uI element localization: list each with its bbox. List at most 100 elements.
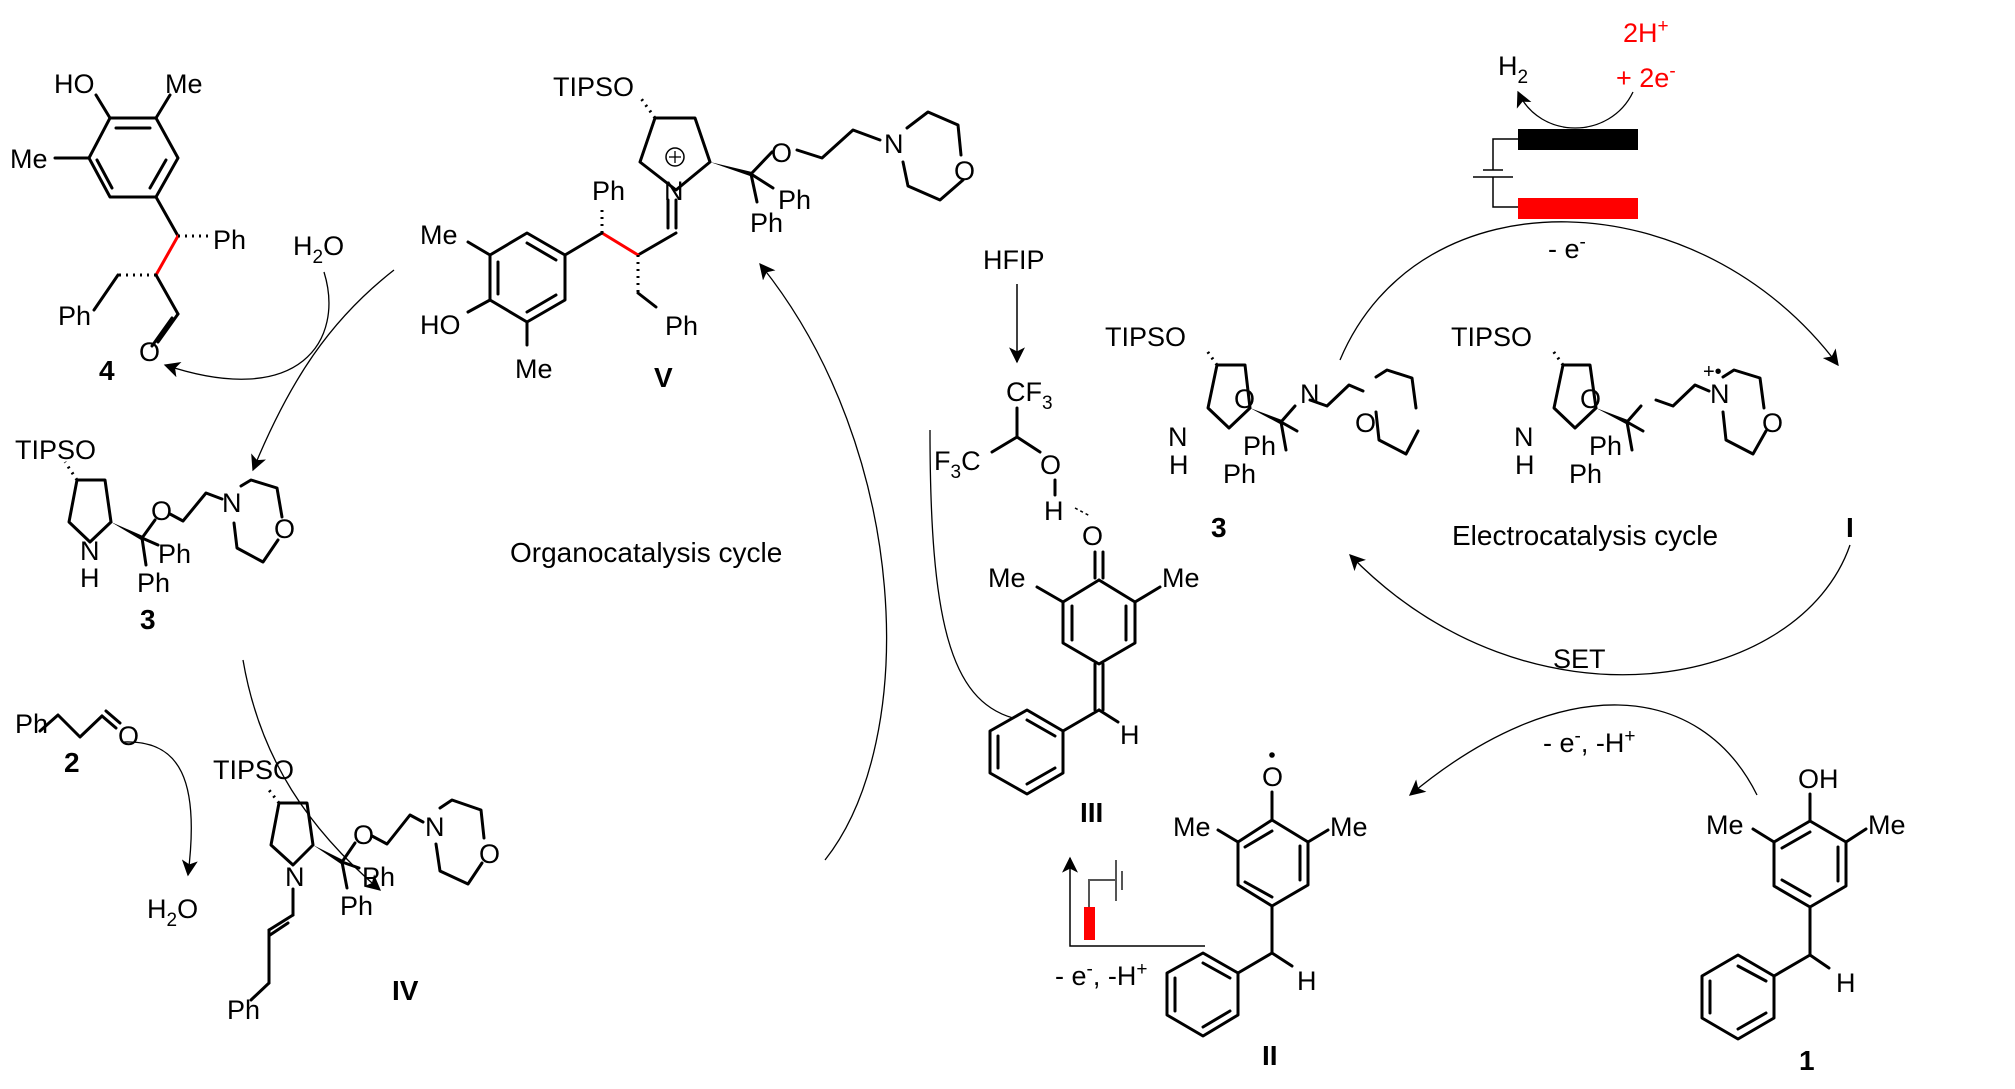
compound-1-me-a: Me bbox=[1706, 810, 1744, 840]
compound-4-me-a: Me bbox=[165, 69, 203, 99]
arrow-3-to-I bbox=[1339, 221, 1839, 367]
compound-I: TIPSO N H O Ph Ph N +• O I bbox=[1451, 322, 1854, 543]
compound-I-o: O bbox=[1580, 384, 1601, 414]
compound-3-right-tipso: TIPSO bbox=[1105, 322, 1186, 352]
compound-2-o: O bbox=[118, 721, 139, 751]
arrow-III-join bbox=[929, 429, 1014, 719]
compound-III: O Me Me H III bbox=[988, 521, 1200, 828]
arrow-II-to-III bbox=[1062, 856, 1205, 947]
compound-1-h: H bbox=[1836, 968, 1856, 998]
compound-IV-n: N bbox=[285, 862, 305, 892]
compound-4-ph-b: Ph bbox=[58, 301, 91, 331]
compound-3-right: TIPSO N H O Ph Ph N O 3 bbox=[1105, 322, 1420, 543]
compound-IV-n-morph: N bbox=[425, 812, 445, 842]
arrow-V-to-3 bbox=[251, 269, 395, 472]
electrons-label: + 2e- bbox=[1616, 61, 1676, 93]
compound-4-oxygen: O bbox=[139, 337, 160, 367]
anode-electrode bbox=[1518, 198, 1638, 219]
hfip-o: O bbox=[1040, 450, 1061, 480]
compound-V-plus-charge bbox=[665, 147, 685, 167]
compound-1-label: 1 bbox=[1799, 1045, 1815, 1076]
compound-II: O Me Me H II bbox=[1165, 752, 1368, 1071]
compound-V-n-morpholine: N bbox=[884, 129, 904, 159]
hfip-h: H bbox=[1044, 496, 1064, 526]
compound-I-h: H bbox=[1515, 450, 1535, 480]
compound-I-n-morph: N bbox=[1710, 379, 1730, 409]
compound-III-h: H bbox=[1120, 720, 1140, 750]
compound-3-left: TIPSO N H O Ph Ph N O 3 bbox=[15, 435, 295, 635]
compound-3-right-ph-a: Ph bbox=[1243, 431, 1276, 461]
compound-V-ph-a: Ph bbox=[778, 185, 811, 215]
compound-3-right-n-morph: N bbox=[1300, 379, 1320, 409]
bottom-loss-label: - e-, -H+ bbox=[1055, 959, 1147, 991]
compound-III-label: III bbox=[1080, 797, 1103, 828]
compound-3-left-o: O bbox=[151, 496, 172, 526]
compound-IV-tipso: TIPSO bbox=[213, 755, 294, 785]
compound-II-label: II bbox=[1262, 1040, 1278, 1071]
compound-4-me-b: Me bbox=[10, 144, 48, 174]
hfip-f3c: F3C bbox=[934, 446, 981, 483]
water-top: H2O bbox=[293, 231, 344, 268]
compound-3-left-ph-a: Ph bbox=[158, 539, 191, 569]
h2-label: H2 bbox=[1498, 51, 1528, 88]
compound-V-me-b: Me bbox=[515, 354, 553, 384]
compound-V-tipso: TIPSO bbox=[553, 72, 634, 102]
compound-I-ph-b: Ph bbox=[1569, 459, 1602, 489]
anode-wire bbox=[1492, 177, 1518, 208]
compound-3-left-o-morph: O bbox=[274, 514, 295, 544]
compound-I-ph-a: Ph bbox=[1589, 431, 1622, 461]
compound-V-label: V bbox=[654, 362, 673, 393]
anode-oxidation-label: - e- bbox=[1548, 232, 1586, 264]
compound-4-ring bbox=[87, 116, 180, 199]
compound-IV-o-morph: O bbox=[479, 839, 500, 869]
compound-1-me-b: Me bbox=[1868, 810, 1906, 840]
compound-V-ph-d: Ph bbox=[665, 311, 698, 341]
cathode-wire bbox=[1492, 138, 1518, 170]
compound-I-o-morph: O bbox=[1762, 408, 1783, 438]
compound-IV-o: O bbox=[353, 820, 374, 850]
compound-V-ph-c: Ph bbox=[592, 176, 625, 206]
compound-3-left-ph-b: Ph bbox=[137, 568, 170, 598]
compound-3-left-tipso: TIPSO bbox=[15, 435, 96, 465]
water-bottom: H2O bbox=[147, 894, 198, 931]
compound-V-ho: HO bbox=[420, 310, 461, 340]
compound-I-n: N bbox=[1514, 422, 1534, 452]
compound-3-left-n-morph: N bbox=[222, 488, 242, 518]
compound-II-o: O bbox=[1262, 762, 1283, 792]
arrow-water-to-4 bbox=[163, 271, 330, 380]
arrow-I-to-3 bbox=[1349, 544, 1851, 676]
compound-IV-ph-c: Ph bbox=[227, 995, 260, 1025]
compound-3-right-n: N bbox=[1168, 422, 1188, 452]
protons-label: 2H+ bbox=[1623, 16, 1669, 48]
cathode-electrode bbox=[1518, 129, 1638, 150]
hfip-complex: HFIP CF3 F3C O H bbox=[934, 245, 1091, 526]
hydrogen-bond bbox=[1074, 507, 1091, 517]
arrow-1-to-II bbox=[1408, 704, 1758, 796]
compound-III-me-b: Me bbox=[1162, 563, 1200, 593]
compound-III-o: O bbox=[1082, 521, 1103, 551]
compound-2: Ph O 2 bbox=[15, 709, 139, 778]
compound-IV: TIPSO N O Ph Ph N O Ph IV bbox=[213, 755, 500, 1025]
compound-V: TIPSO ⊕ N O Ph Ph N O Ph Me HO Me Ph V bbox=[420, 72, 975, 393]
compound-3-left-n: N bbox=[80, 536, 100, 566]
electrocatalysis-cycle-label: Electrocatalysis cycle bbox=[1452, 520, 1718, 551]
compound-3-right-label: 3 bbox=[1211, 512, 1227, 543]
hfip-cf3: CF3 bbox=[1006, 377, 1053, 414]
compound-III-me-a: Me bbox=[988, 563, 1026, 593]
compound-4-ph-a: Ph bbox=[213, 225, 246, 255]
organocatalysis-cycle-label: Organocatalysis cycle bbox=[510, 537, 782, 568]
arrow-protons-to-h2 bbox=[1516, 90, 1634, 129]
arrow-IV-to-V bbox=[759, 262, 888, 861]
compound-V-me-a: Me bbox=[420, 220, 458, 250]
compound-II-me-a: Me bbox=[1173, 812, 1211, 842]
compound-I-tipso: TIPSO bbox=[1451, 322, 1532, 352]
compound-2-ph: Ph bbox=[15, 709, 48, 739]
compound-3-right-o: O bbox=[1234, 384, 1255, 414]
compound-1-oh: OH bbox=[1798, 764, 1839, 794]
compound-3-right-o-morph: O bbox=[1355, 408, 1376, 438]
compound-II-me-b: Me bbox=[1330, 812, 1368, 842]
compound-4: HO Me Me Ph Ph O 4 bbox=[10, 69, 246, 386]
compound-4-ho: HO bbox=[54, 69, 95, 99]
anode-oxidation-step: - e-, -H+ bbox=[1055, 856, 1205, 991]
